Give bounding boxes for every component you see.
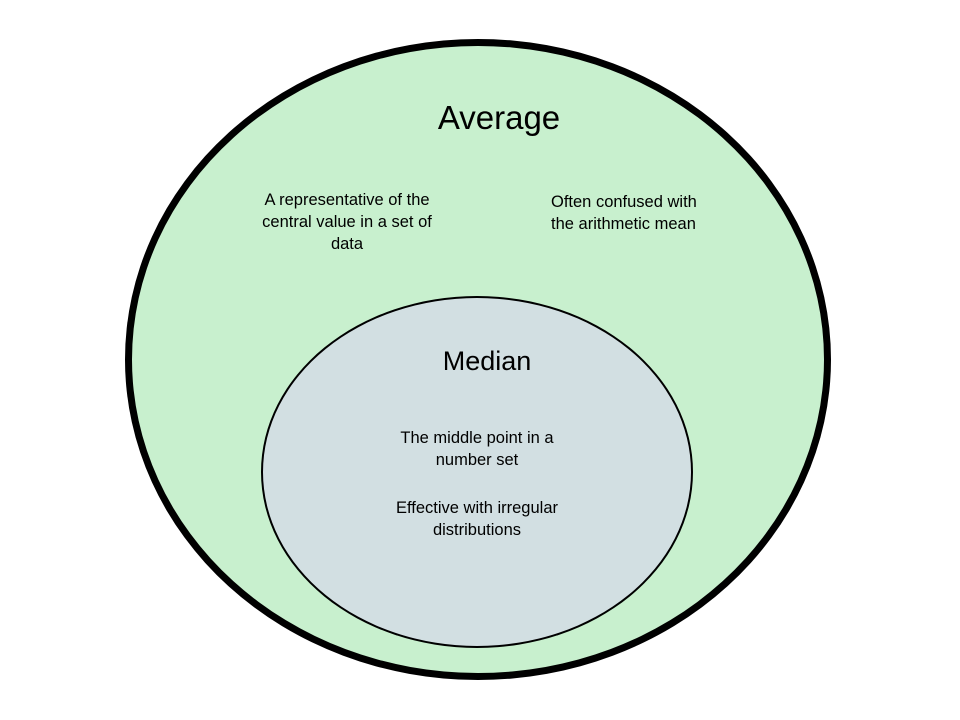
note-line: A representative of the <box>264 191 430 209</box>
note-line: Often confused with <box>551 193 697 211</box>
average-title: Average <box>437 99 561 136</box>
note-line: the arithmetic mean <box>551 215 696 233</box>
median-note-2: Effective with irregular distributions <box>261 497 693 541</box>
median-ellipse <box>261 296 693 648</box>
note-line: Effective with irregular <box>395 499 558 517</box>
median-note-1: The middle point in a number set <box>261 427 693 471</box>
note-line: distributions <box>432 521 522 539</box>
note-line: The middle point in a <box>400 429 554 447</box>
note-line: number set <box>435 451 519 469</box>
average-note-right: Often confused with the arithmetic mean <box>551 191 771 235</box>
average-note-left: A representative of the central value in… <box>227 189 467 255</box>
median-title: Median <box>442 346 532 376</box>
note-line: central value in a set of <box>262 213 432 231</box>
note-line: data <box>330 235 364 253</box>
